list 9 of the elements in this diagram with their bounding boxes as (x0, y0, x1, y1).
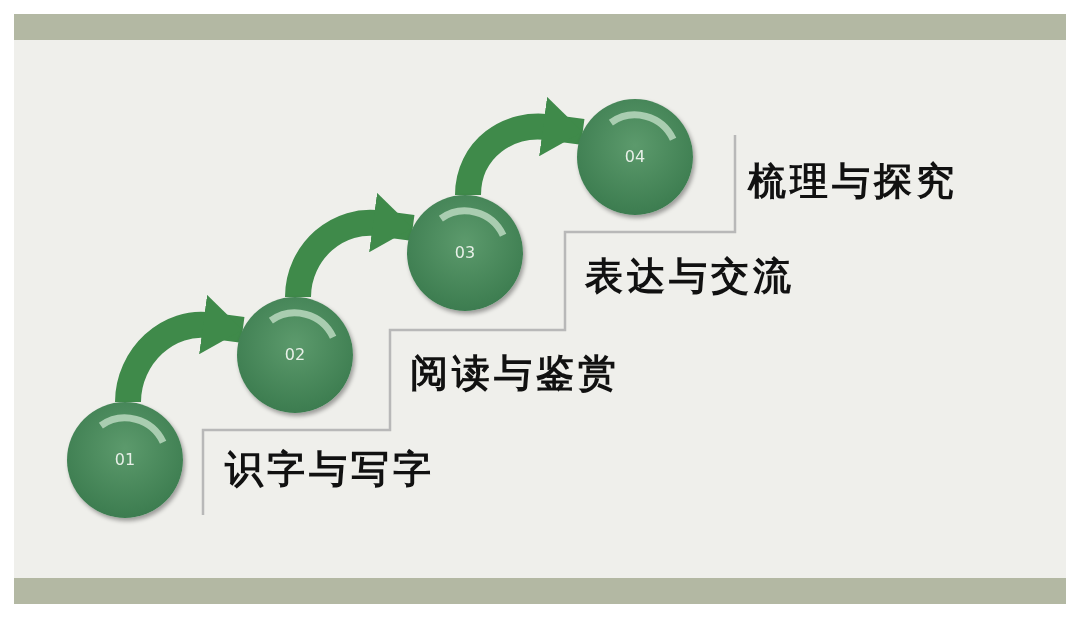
curved-arrow (455, 96, 585, 196)
step-number: 04 (623, 147, 647, 166)
step-label: 表达与交流 (585, 253, 795, 300)
step-number: 01 (113, 450, 137, 469)
step-label: 阅读与鉴赏 (410, 350, 620, 397)
step-number: 03 (453, 243, 477, 262)
step-label: 梳理与探究 (748, 158, 958, 205)
step-number: 02 (283, 345, 307, 364)
step-label: 识字与写字 (225, 446, 435, 493)
